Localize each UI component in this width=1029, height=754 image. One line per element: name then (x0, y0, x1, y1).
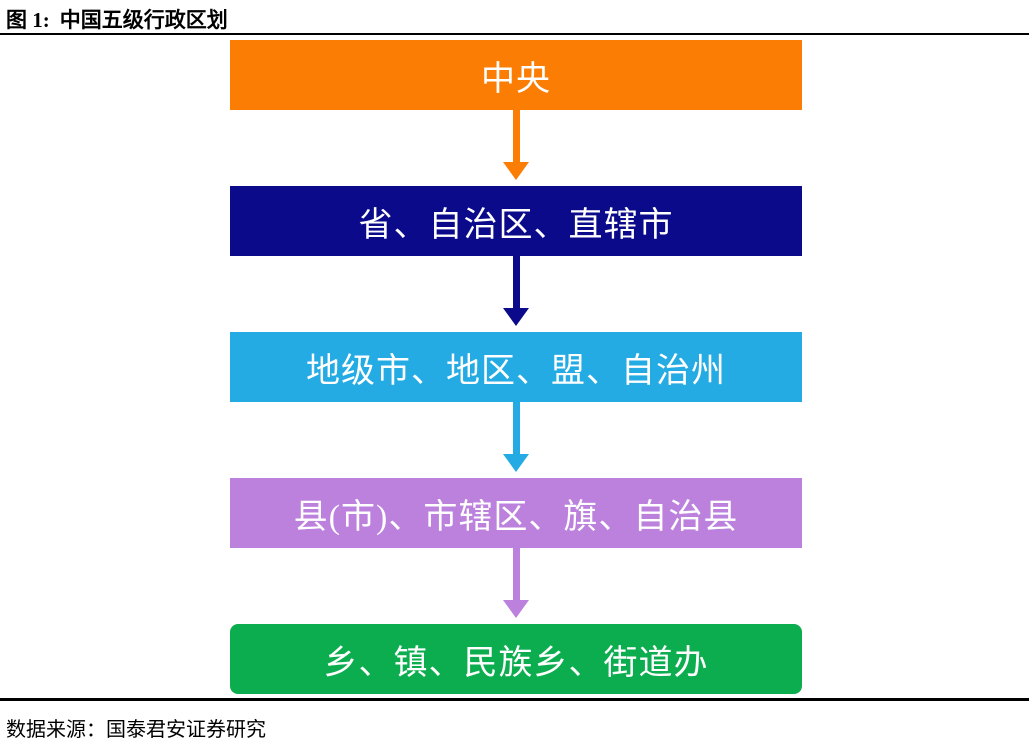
figure-title-text: 中国五级行政区划 (59, 8, 228, 32)
figure-title: 图 1: 中国五级行政区划 (6, 7, 1029, 33)
arrow-stem (512, 110, 520, 162)
level-label-province: 省、自治区、直辖市 (358, 206, 674, 244)
arrow-down-icon (503, 600, 529, 618)
arrow-stem (512, 402, 520, 454)
arrow-county-to-township (230, 548, 802, 624)
arrow-stem (512, 548, 520, 600)
level-box-township: 乡、镇、民族乡、街道办 (230, 624, 802, 694)
bottom-rule (0, 698, 1029, 701)
level-box-province: 省、自治区、直辖市 (230, 186, 802, 256)
figure-label: 图 1: (6, 8, 50, 32)
level-label-township: 乡、镇、民族乡、街道办 (323, 644, 709, 682)
top-rule (0, 33, 1029, 35)
level-label-county: 县(市)、市辖区、旗、自治县 (293, 498, 739, 536)
source-note: 数据来源：国泰君安证券研究 (6, 719, 266, 741)
arrow-province-to-prefecture (230, 256, 802, 332)
figure-header: 图 1: 中国五级行政区划 (0, 0, 1029, 33)
arrow-stem (512, 256, 520, 308)
level-box-county: 县(市)、市辖区、旗、自治县 (230, 478, 802, 548)
arrow-prefecture-to-county (230, 402, 802, 478)
level-label-central: 中央 (481, 60, 551, 98)
level-box-central: 中央 (230, 40, 802, 110)
admin-hierarchy-flowchart: 中央 省、自治区、直辖市 地级市、地区、盟、自治州 县(市)、市辖区、旗、自治县 (230, 40, 802, 694)
level-label-prefecture: 地级市、地区、盟、自治州 (306, 352, 726, 390)
level-box-prefecture: 地级市、地区、盟、自治州 (230, 332, 802, 402)
arrow-down-icon (503, 162, 529, 180)
arrow-down-icon (503, 454, 529, 472)
arrow-central-to-province (230, 110, 802, 186)
arrow-down-icon (503, 308, 529, 326)
